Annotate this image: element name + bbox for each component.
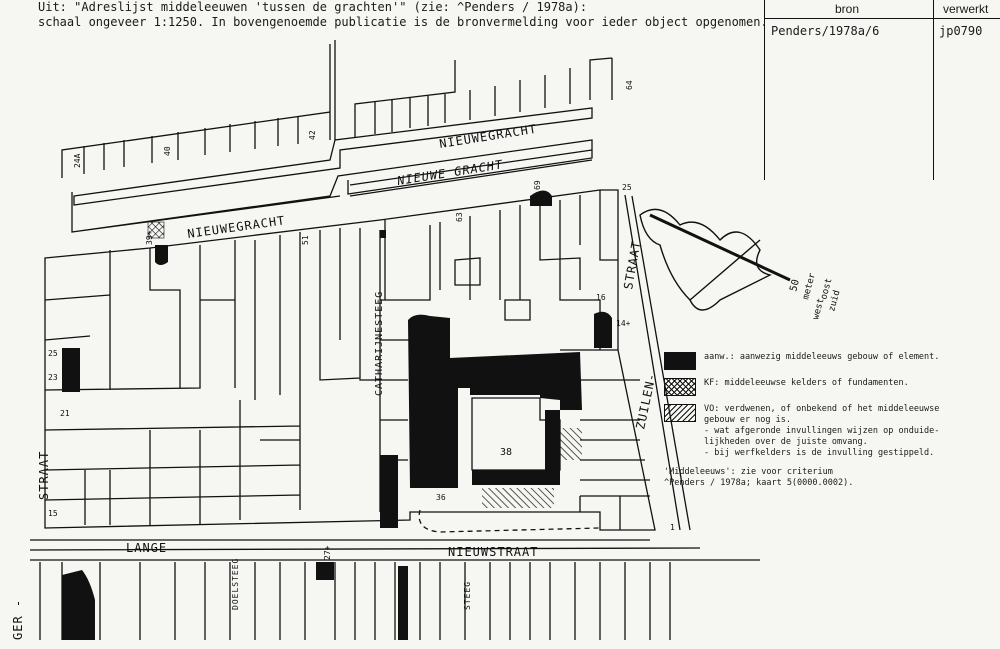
label-steeg: STEEG bbox=[463, 581, 472, 610]
legend-vo-line-2: gebouw er nog is. bbox=[704, 415, 791, 425]
num-23-left: 23 bbox=[48, 373, 58, 382]
num-51: 51 bbox=[301, 235, 310, 245]
legend-note-1b: lijkheden over de juiste omvang. bbox=[704, 437, 868, 447]
num-39plus: 39+ bbox=[145, 230, 154, 245]
kelders-block bbox=[147, 221, 165, 239]
bron-header: bron bbox=[835, 2, 860, 16]
compass-west: west bbox=[811, 297, 826, 321]
num-15-left: 15 bbox=[48, 509, 58, 518]
building-north-39 bbox=[155, 245, 168, 265]
num-36: 36 bbox=[436, 493, 446, 502]
legend-swatch-black bbox=[664, 352, 696, 370]
map-legend: aanw.: aanwezig middeleeuws gebouw of el… bbox=[664, 352, 964, 489]
label-nieuwe-gracht: NIEUWE GRACHT bbox=[395, 157, 504, 188]
label-nieuwegracht-north: NIEUWEGRACHT bbox=[438, 122, 538, 151]
legend-aanw-text: aanw.: aanwezig middeleeuws gebouw of el… bbox=[704, 352, 940, 362]
legend-criterium: 'Middeleeuws': zie voor criterium ^Pende… bbox=[664, 467, 964, 489]
building-south-39 bbox=[398, 566, 408, 640]
num-32: 40 bbox=[163, 146, 172, 156]
num-42: 42 bbox=[308, 130, 317, 140]
building-south-27 bbox=[316, 562, 334, 580]
building-catharijnekerk bbox=[408, 314, 582, 488]
header: Uit: "Adreslijst middeleeuwen 'tussen de… bbox=[38, 0, 768, 30]
legend-vo-line-1: VO: verdwenen, of onbekend of het middel… bbox=[704, 404, 940, 414]
compass-unit: meter bbox=[801, 271, 818, 300]
building-north-69 bbox=[530, 190, 552, 206]
label-catharijnesteeg: CATHARIJNESTEEG bbox=[374, 291, 385, 396]
nieuwe-gracht-north-bank bbox=[73, 107, 593, 206]
num-21-left: 21 bbox=[60, 409, 70, 418]
werfkelder-dashed bbox=[418, 509, 601, 533]
vanished-east bbox=[560, 428, 582, 460]
table-divider bbox=[933, 0, 934, 180]
num-25-left: 25 bbox=[48, 349, 58, 358]
legend-swatch-cross bbox=[664, 378, 696, 396]
legend-aanwezig: aanw.: aanwezig middeleeuws gebouw of el… bbox=[664, 352, 964, 370]
legend-kf-text: KF: middeleeuwse kelders of fundamenten. bbox=[704, 378, 909, 388]
num-63: 63 bbox=[455, 212, 464, 222]
canal-side bbox=[349, 149, 593, 197]
label-straat-east: STRAAT bbox=[621, 239, 643, 290]
num-69: 69 bbox=[533, 180, 542, 190]
num-64: 64 bbox=[625, 80, 634, 90]
compass-rose: 50 meter oost west zuid bbox=[639, 208, 843, 321]
label-doelsteeg: DOELSTEEG bbox=[231, 558, 240, 610]
label-straat-west: STRAAT bbox=[37, 451, 51, 500]
verwerkt-value: jp0790 bbox=[939, 24, 983, 38]
legend-note-2: - bij werfkelders is de invulling gestip… bbox=[704, 448, 935, 458]
header-line-1: Uit: "Adreslijst middeleeuwen 'tussen de… bbox=[38, 0, 588, 14]
legend-note-1a: - wat afgeronde invullingen wijzen op on… bbox=[704, 426, 940, 436]
num-27plus-south: 27+ bbox=[323, 545, 332, 560]
num-25-corner: 25 bbox=[622, 183, 632, 192]
legend-kelders: KF: middeleeuwse kelders of fundamenten. bbox=[664, 378, 964, 396]
legend-verdwenen: VO: verdwenen, of onbekend of het middel… bbox=[664, 404, 964, 459]
compass-scribble bbox=[639, 208, 773, 311]
legend-crit-line-1: 'Middeleeuws': zie voor criterium bbox=[664, 467, 833, 477]
num-16-east: 16 bbox=[596, 293, 606, 302]
num-14plus-east: 14+ bbox=[616, 319, 631, 328]
bron-value: Penders/1978a/6 bbox=[771, 24, 880, 38]
nieuwe-gracht-south-bank bbox=[71, 139, 593, 233]
zuilenstraat-edge bbox=[624, 194, 691, 531]
building-block-corner bbox=[380, 455, 398, 528]
label-nieuwegracht-south: NIEUWEGRACHT bbox=[186, 213, 286, 241]
legend-swatch-hatch bbox=[664, 404, 696, 422]
building-small-61 bbox=[380, 230, 386, 238]
num-1-corner: 1 bbox=[670, 523, 675, 532]
main-block bbox=[44, 189, 656, 531]
building-south-west bbox=[62, 570, 95, 640]
label-lange: LANGE bbox=[126, 541, 167, 555]
verwerkt-header: verwerkt bbox=[943, 2, 989, 16]
building-left-23 bbox=[62, 348, 80, 392]
header-line-2: schaal ongeveer 1:1250. In bovengenoemde… bbox=[38, 15, 768, 29]
building-east-14 bbox=[594, 311, 612, 348]
num-24a: 24A bbox=[73, 153, 82, 168]
north-row-lots-east bbox=[334, 40, 613, 140]
existing-medieval-buildings bbox=[62, 190, 612, 640]
legend-crit-line-2: ^Penders / 1978a; kaart 5(0000.0002). bbox=[664, 478, 854, 488]
label-ger: GER - bbox=[11, 599, 25, 640]
north-row-lots bbox=[61, 44, 331, 178]
source-table: bron verwerkt Penders/1978a/6 jp0790 bbox=[764, 0, 1000, 180]
num-38: 38 bbox=[500, 447, 512, 458]
building-38-east bbox=[472, 410, 560, 485]
label-nieuwstraat: NIEUWSTRAAT bbox=[448, 545, 538, 559]
source-table-header: bron verwerkt bbox=[765, 0, 1000, 19]
compass-scale: 50 bbox=[788, 278, 802, 292]
south-row-lots bbox=[39, 562, 671, 640]
south-street-edge bbox=[29, 539, 760, 561]
vanished-38-south bbox=[482, 488, 554, 508]
